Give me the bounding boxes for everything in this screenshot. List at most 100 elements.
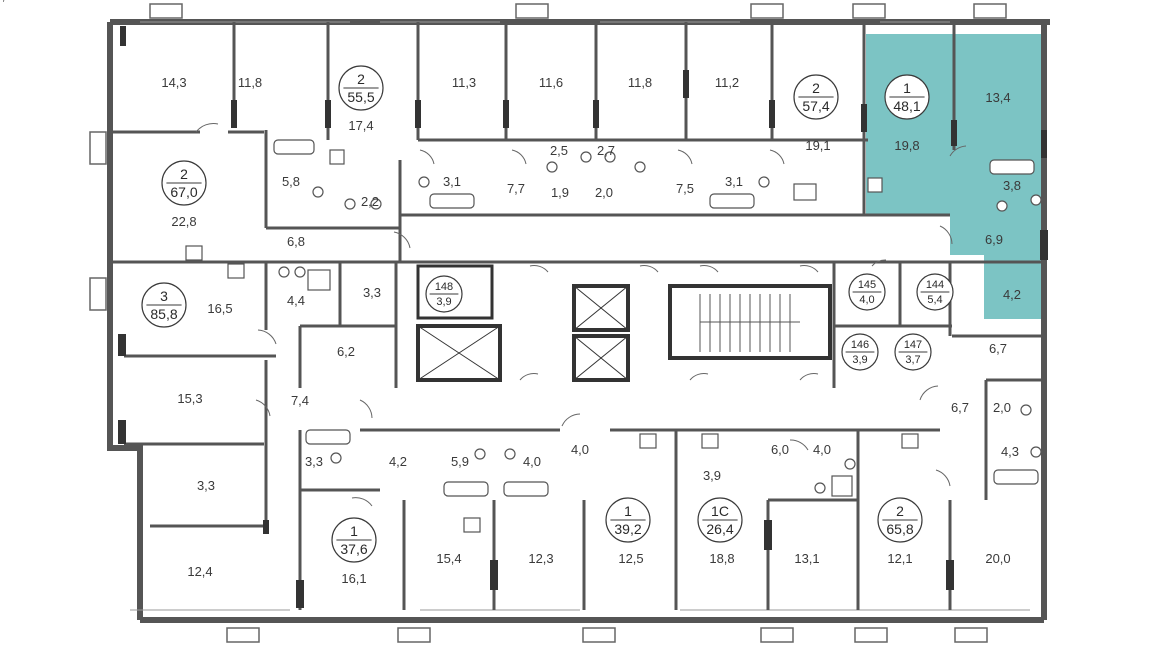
room-area-label: 7,5 — [676, 181, 694, 196]
badge-rooms: 1 — [624, 503, 632, 519]
room-area-label: 13,4 — [985, 90, 1010, 105]
room-area-label: 11,6 — [539, 75, 563, 90]
room-area-label: 1,9 — [551, 185, 569, 200]
badge-rooms: 2 — [180, 166, 188, 182]
core — [416, 264, 832, 382]
badge-area: 26,4 — [706, 521, 733, 537]
room-area-label: 2,0 — [595, 185, 613, 200]
badge-area: 65,8 — [886, 521, 913, 537]
room-area-label: 6,7 — [989, 341, 1007, 356]
room-area-label: 12,4 — [187, 564, 212, 579]
room-area-label: 4,0 — [813, 442, 831, 457]
apartment-badge-b-2-55[interactable]: 255,5 — [338, 65, 384, 111]
room-area-label: 11,2 — [715, 75, 739, 90]
badge-area: 48,1 — [893, 98, 920, 114]
room-area-label: 3,3 — [305, 454, 323, 469]
room-area-label: 4,2 — [389, 454, 407, 469]
room-area-label: 5,9 — [451, 454, 469, 469]
room-area-label: 11,3 — [452, 75, 476, 90]
room-area-label: 3,3 — [197, 478, 215, 493]
room-area-label: 18,8 — [709, 551, 734, 566]
room-area-label: 14,3 — [161, 75, 186, 90]
room-area-label: 16,1 — [341, 571, 366, 586]
badge-area: 4,0 — [859, 294, 874, 306]
apartment-badge-b-1-39[interactable]: 139,2 — [605, 497, 651, 543]
room-area-label: 3,1 — [725, 174, 743, 189]
room-area-label: 22,8 — [171, 214, 196, 229]
room-area-label: 12,3 — [528, 551, 553, 566]
highlighted-apartment[interactable] — [866, 34, 1044, 319]
badge-area: 55,5 — [347, 89, 374, 105]
room-area-label: 2,2 — [361, 194, 379, 209]
apartment-badge-b-2-57[interactable]: 257,4 — [793, 74, 839, 120]
badge-rooms: 148 — [435, 281, 453, 293]
room-area-label: 4,4 — [287, 293, 305, 308]
room-area-label: 6,8 — [287, 234, 305, 249]
wall-accents — [118, 26, 1048, 608]
badge-rooms: 146 — [851, 339, 869, 351]
badge-area: 5,4 — [927, 294, 942, 306]
room-area-label: 6,9 — [985, 232, 1003, 247]
apartment-badges: 267,0255,5257,4148,1385,81483,91454,0144… — [141, 65, 954, 563]
room-area-label: 6,0 — [771, 442, 789, 457]
room-area-label: 2,0 — [993, 400, 1011, 415]
room-area-label: 11,8 — [628, 75, 652, 90]
room-area-label: 15,3 — [177, 391, 202, 406]
room-area-label: 12,1 — [887, 551, 912, 566]
badge-area: 3,9 — [852, 354, 867, 366]
room-area-label: 16,5 — [207, 301, 232, 316]
bath-fixtures — [185, 139, 1042, 533]
room-area-label: 6,7 — [951, 400, 969, 415]
apartment-badge-b-2-65[interactable]: 265,8 — [877, 497, 923, 543]
apartment-badge-b-1-37[interactable]: 137,6 — [331, 517, 377, 563]
windows — [89, 3, 1007, 643]
badge-rooms: 2 — [357, 71, 365, 87]
badge-rooms: 3 — [160, 288, 168, 304]
apartment-badge-b-1-48[interactable]: 148,1 — [884, 74, 930, 120]
room-area-label: 11,8 — [238, 75, 262, 90]
window-glazing — [130, 21, 1030, 611]
badge-area: 67,0 — [170, 184, 197, 200]
room-area-label: 20,0 — [985, 551, 1010, 566]
room-area-label: 12,5 — [618, 551, 643, 566]
badge-rooms: 145 — [858, 279, 876, 291]
room-area-label: 4,2 — [1003, 287, 1021, 302]
badge-area: 37,6 — [340, 541, 367, 557]
room-area-label: 14,0 — [0, 0, 13, 3]
room-area-label: 19,1 — [805, 138, 830, 153]
apartment-badge-b-1c-26[interactable]: 1C 26,4 — [697, 497, 743, 543]
apartment-badge-b-2-67[interactable]: 267,0 — [161, 160, 207, 206]
room-area-label: 3,1 — [443, 174, 461, 189]
room-area-label: 2,7 — [597, 143, 615, 158]
room-area-label: 13,1 — [794, 551, 819, 566]
room-area-label: 4,0 — [523, 454, 541, 469]
room-area-label: 15,4 — [436, 551, 461, 566]
room-area-labels: 14,3 11,8 1 7,4 11,3 11,6 11,8 11,2 19,1 19,8 13,4… — [0, 0, 1021, 586]
room-area-label: 2,5 — [550, 143, 568, 158]
interior-walls — [110, 22, 1044, 610]
room-area-label: 7,4 — [291, 393, 309, 408]
badge-rooms: 2 — [896, 503, 904, 519]
badge-rooms: 2 — [812, 80, 820, 96]
badge-rooms: 144 — [926, 279, 944, 291]
room-area-label: 3,9 — [703, 468, 721, 483]
badge-rooms: 1 — [350, 523, 358, 539]
badge-area: 85,8 — [150, 306, 177, 322]
stair-steps — [699, 294, 800, 352]
badge-rooms: 1C — [711, 503, 729, 519]
badge-rooms: 1 — [903, 80, 911, 96]
room-area-label: 6,2 — [337, 344, 355, 359]
badge-area: 57,4 — [802, 98, 829, 114]
room-area-label: 19,8 — [894, 138, 919, 153]
room-area-label: 5,8 — [282, 174, 300, 189]
badge-area: 3,9 — [436, 296, 451, 308]
badge-rooms: 147 — [904, 339, 922, 351]
room-area-label: 7,7 — [507, 181, 525, 196]
apartment-badge-b-3-85[interactable]: 385,8 — [141, 282, 187, 328]
room-area-label: 3,8 — [1003, 178, 1021, 193]
